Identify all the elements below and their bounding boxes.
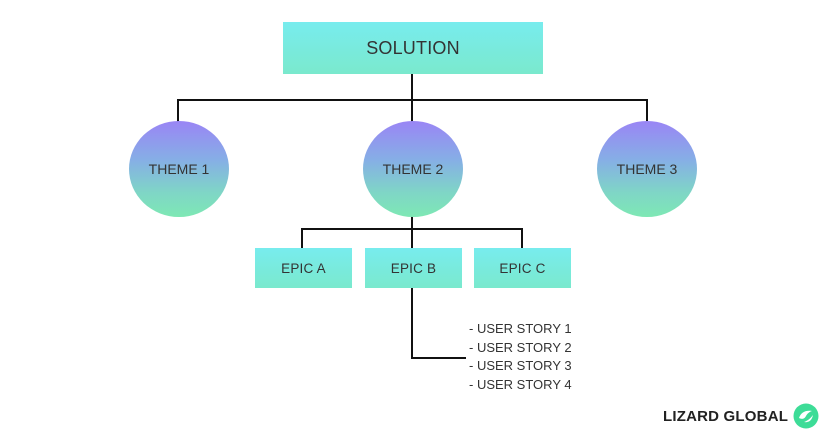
epic-c-node: EPIC C [474, 248, 571, 288]
lizard-logo-icon [793, 403, 819, 429]
theme-2-node: THEME 2 [363, 121, 463, 217]
user-story-item: - USER STORY 4 [469, 376, 572, 392]
epic-a-label: EPIC A [281, 260, 326, 276]
theme-2-label: THEME 2 [382, 161, 444, 177]
user-story-item: - USER STORY 3 [469, 358, 572, 373]
epic-c-label: EPIC C [499, 260, 546, 276]
theme-3-node: THEME 3 [597, 121, 697, 217]
epic-b-label: EPIC B [390, 260, 437, 276]
brand-name: LIZARD GLOBAL [663, 407, 789, 425]
epic-b-node: EPIC B [365, 248, 462, 288]
theme-3-label: THEME 3 [616, 161, 678, 177]
brand-logo: LIZARD GLOBAL [663, 403, 819, 429]
user-story-list: - USER STORY 1 - USER STORY 2 - USER STO… [469, 320, 572, 394]
user-story-item: - USER STORY 1 [469, 321, 572, 336]
user-story-item: - USER STORY 2 [469, 339, 572, 355]
solution-node: SOLUTION [283, 22, 543, 74]
solution-label: SOLUTION [366, 37, 460, 58]
epic-a-node: EPIC A [255, 248, 352, 288]
theme-1-label: THEME 1 [148, 161, 210, 177]
theme-1-node: THEME 1 [129, 121, 229, 217]
